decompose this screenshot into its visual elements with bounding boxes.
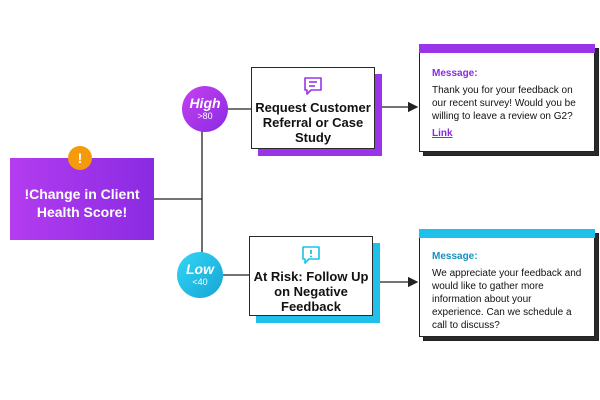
action-box-low: At Risk: Follow Up on Negative Feedback <box>249 236 373 316</box>
message-text: Thank you for your feedback on our recen… <box>432 85 576 122</box>
high-score-badge: High >80 <box>182 86 228 132</box>
low-badge-title: Low <box>186 261 214 277</box>
alert-message-icon <box>302 246 320 264</box>
review-link[interactable]: Link <box>432 128 453 139</box>
action-label-low: At Risk: Follow Up on Negative Feedback <box>253 269 369 314</box>
action-box-high: Request Customer Referral or Case Study <box>251 67 375 149</box>
message-text: We appreciate your feedback and would li… <box>432 268 582 331</box>
low-badge-threshold: <40 <box>192 277 208 287</box>
message-card-low: Message: We appreciate your feedback and… <box>419 229 595 337</box>
trigger-box: !Change in Client Health Score! <box>10 158 154 240</box>
message-card-high: Message: Thank you for your feedback on … <box>419 44 595 152</box>
exclamation-icon: ! <box>68 146 92 170</box>
message-card-header-bar <box>419 44 595 53</box>
high-badge-title: High <box>189 95 221 111</box>
message-card-header-bar <box>419 229 595 238</box>
chat-message-icon <box>304 77 322 95</box>
low-score-badge: Low <40 <box>177 252 223 298</box>
message-label: Message: <box>432 68 478 79</box>
trigger-label: !Change in Client Health Score! <box>24 186 140 220</box>
high-badge-threshold: >80 <box>197 111 213 121</box>
action-label-high: Request Customer Referral or Case Study <box>255 100 371 145</box>
message-label: Message: <box>432 251 478 262</box>
